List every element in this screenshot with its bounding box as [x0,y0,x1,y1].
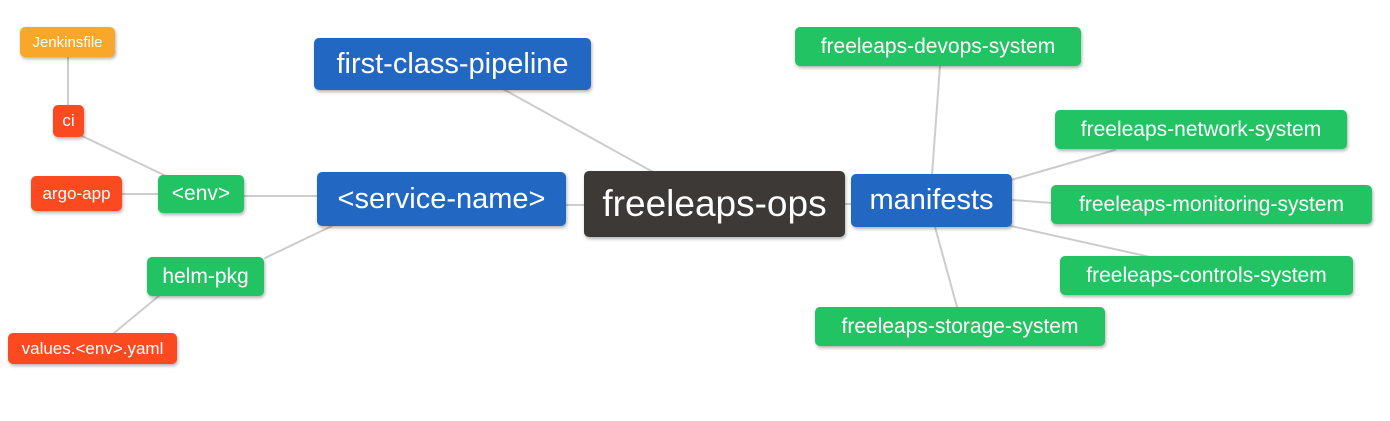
edge-pipeline-root [502,88,654,173]
edge-manifests-controls [1010,225,1151,258]
node-argo-app[interactable]: argo-app [31,176,122,211]
edge-manifests-network [1010,149,1116,181]
edge-service-name-helm-pkg [264,225,333,259]
node-jenkinsfile[interactable]: Jenkinsfile [20,27,115,57]
node-freeleaps-devops-system[interactable]: freeleaps-devops-system [795,27,1081,66]
node-root-freeleaps-ops[interactable]: freeleaps-ops [584,171,845,237]
node-env[interactable]: <env> [158,175,244,213]
node-manifests[interactable]: manifests [851,174,1012,227]
edge-ci-env [81,135,167,177]
node-freeleaps-network-system[interactable]: freeleaps-network-system [1055,110,1347,149]
node-freeleaps-storage-system[interactable]: freeleaps-storage-system [815,307,1105,346]
edge-manifests-monitoring [1011,199,1053,204]
node-freeleaps-controls-system[interactable]: freeleaps-controls-system [1060,256,1353,295]
edge-manifests-storage [934,226,958,308]
node-ci[interactable]: ci [53,105,84,137]
node-first-class-pipeline[interactable]: first-class-pipeline [314,38,591,90]
node-freeleaps-monitoring-system[interactable]: freeleaps-monitoring-system [1051,185,1372,224]
edge-manifests-devops [931,65,941,176]
node-helm-pkg[interactable]: helm-pkg [147,257,264,296]
edge-helm-pkg-values [113,294,161,334]
node-service-name[interactable]: <service-name> [317,172,566,226]
node-values-env-yaml[interactable]: values.<env>.yaml [8,333,177,364]
